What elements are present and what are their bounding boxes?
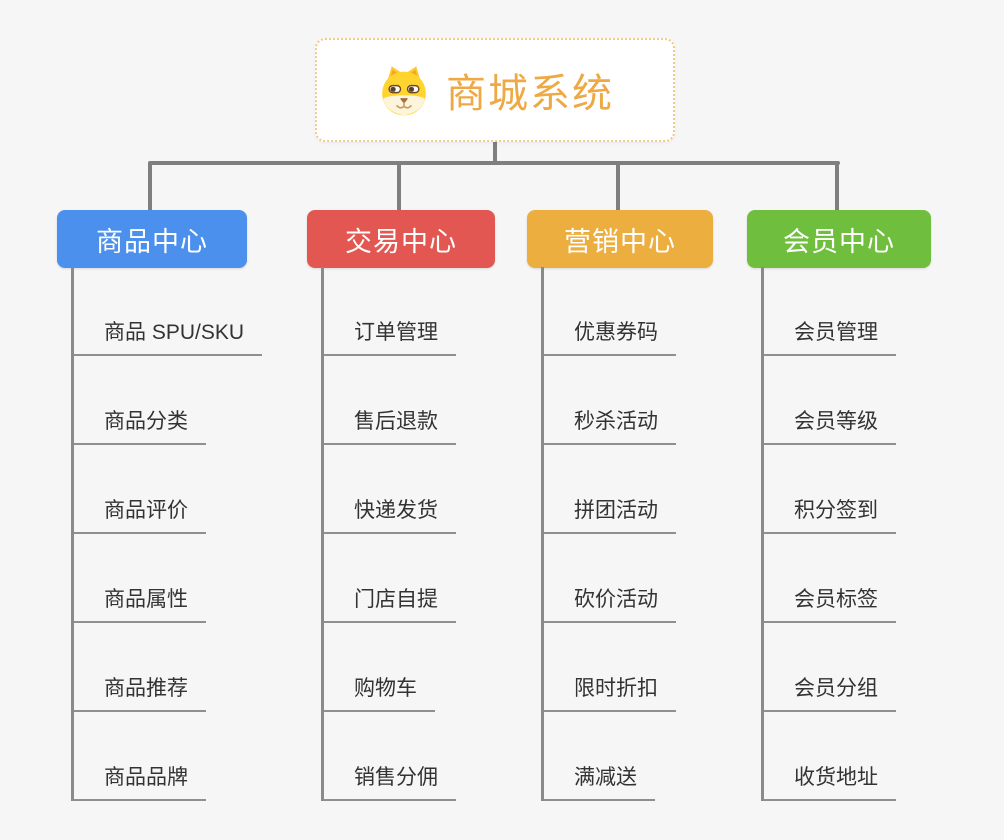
connector-branch-drop xyxy=(148,163,152,210)
leaf-node: 销售分佣 xyxy=(321,712,556,801)
leaf-label[interactable]: 门店自提 xyxy=(321,583,456,623)
leaf-label[interactable]: 商品 SPU/SKU xyxy=(71,316,263,356)
leaf-label[interactable]: 满减送 xyxy=(541,761,655,801)
connector-branch-drop xyxy=(616,163,620,210)
leaf-node: 优惠券码 xyxy=(541,267,776,356)
branch-children-member: 会员管理 会员等级 积分签到 会员标签 会员分组 收货地址 xyxy=(761,267,996,801)
branch-node-member-center[interactable]: 会员中心 xyxy=(747,210,931,268)
dog-icon xyxy=(376,62,432,118)
leaf-node: 秒杀活动 xyxy=(541,356,776,445)
leaf-node: 会员等级 xyxy=(761,356,996,445)
leaf-node: 商品推荐 xyxy=(71,623,306,712)
leaf-node: 砍价活动 xyxy=(541,534,776,623)
leaf-label[interactable]: 优惠券码 xyxy=(541,316,676,356)
branch-children-trade: 订单管理 售后退款 快递发货 门店自提 购物车 销售分佣 xyxy=(321,267,556,801)
connector-bus xyxy=(148,161,840,165)
connector-branch-drop xyxy=(835,163,839,210)
connector-root-drop xyxy=(493,140,497,165)
leaf-node: 商品品牌 xyxy=(71,712,306,801)
leaf-node: 会员分组 xyxy=(761,623,996,712)
leaf-node: 满减送 xyxy=(541,712,776,801)
leaf-node: 商品属性 xyxy=(71,534,306,623)
leaf-label[interactable]: 商品品牌 xyxy=(71,761,206,801)
leaf-label[interactable]: 会员分组 xyxy=(761,672,896,712)
leaf-node: 积分签到 xyxy=(761,445,996,534)
leaf-node: 会员管理 xyxy=(761,267,996,356)
branch-node-product-center[interactable]: 商品中心 xyxy=(57,210,247,268)
leaf-label[interactable]: 购物车 xyxy=(321,672,435,712)
connector-spine xyxy=(541,267,544,801)
leaf-node: 商品评价 xyxy=(71,445,306,534)
branch-children-marketing: 优惠券码 秒杀活动 拼团活动 砍价活动 限时折扣 满减送 xyxy=(541,267,776,801)
leaf-node: 购物车 xyxy=(321,623,556,712)
leaf-label[interactable]: 商品评价 xyxy=(71,494,206,534)
root-node[interactable]: 商城系统 xyxy=(315,38,675,142)
leaf-node: 商品分类 xyxy=(71,356,306,445)
leaf-node: 会员标签 xyxy=(761,534,996,623)
connector-spine xyxy=(321,267,324,801)
leaf-label[interactable]: 商品推荐 xyxy=(71,672,206,712)
leaf-label[interactable]: 快递发货 xyxy=(321,494,456,534)
leaf-node: 快递发货 xyxy=(321,445,556,534)
leaf-label[interactable]: 限时折扣 xyxy=(541,672,676,712)
leaf-label[interactable]: 拼团活动 xyxy=(541,494,676,534)
leaf-label[interactable]: 砍价活动 xyxy=(541,583,676,623)
leaf-node: 售后退款 xyxy=(321,356,556,445)
connector-branch-drop xyxy=(397,163,401,210)
leaf-label[interactable]: 会员管理 xyxy=(761,316,896,356)
branch-node-trade-center[interactable]: 交易中心 xyxy=(307,210,495,268)
leaf-label[interactable]: 秒杀活动 xyxy=(541,405,676,445)
leaf-label[interactable]: 销售分佣 xyxy=(321,761,456,801)
connector-spine xyxy=(71,267,74,801)
leaf-label[interactable]: 订单管理 xyxy=(321,316,456,356)
leaf-label[interactable]: 收货地址 xyxy=(761,761,896,801)
leaf-node: 限时折扣 xyxy=(541,623,776,712)
leaf-label[interactable]: 商品属性 xyxy=(71,583,206,623)
branch-children-product: 商品 SPU/SKU 商品分类 商品评价 商品属性 商品推荐 商品品牌 xyxy=(71,267,306,801)
connector-spine xyxy=(761,267,764,801)
leaf-label[interactable]: 商品分类 xyxy=(71,405,206,445)
leaf-label[interactable]: 会员标签 xyxy=(761,583,896,623)
leaf-node: 门店自提 xyxy=(321,534,556,623)
root-title: 商城系统 xyxy=(446,72,614,116)
leaf-label[interactable]: 积分签到 xyxy=(761,494,896,534)
leaf-label[interactable]: 会员等级 xyxy=(761,405,896,445)
leaf-node: 收货地址 xyxy=(761,712,996,801)
leaf-node: 订单管理 xyxy=(321,267,556,356)
branch-node-marketing-center[interactable]: 营销中心 xyxy=(527,210,713,268)
leaf-node: 拼团活动 xyxy=(541,445,776,534)
leaf-label[interactable]: 售后退款 xyxy=(321,405,456,445)
leaf-node: 商品 SPU/SKU xyxy=(71,267,306,356)
